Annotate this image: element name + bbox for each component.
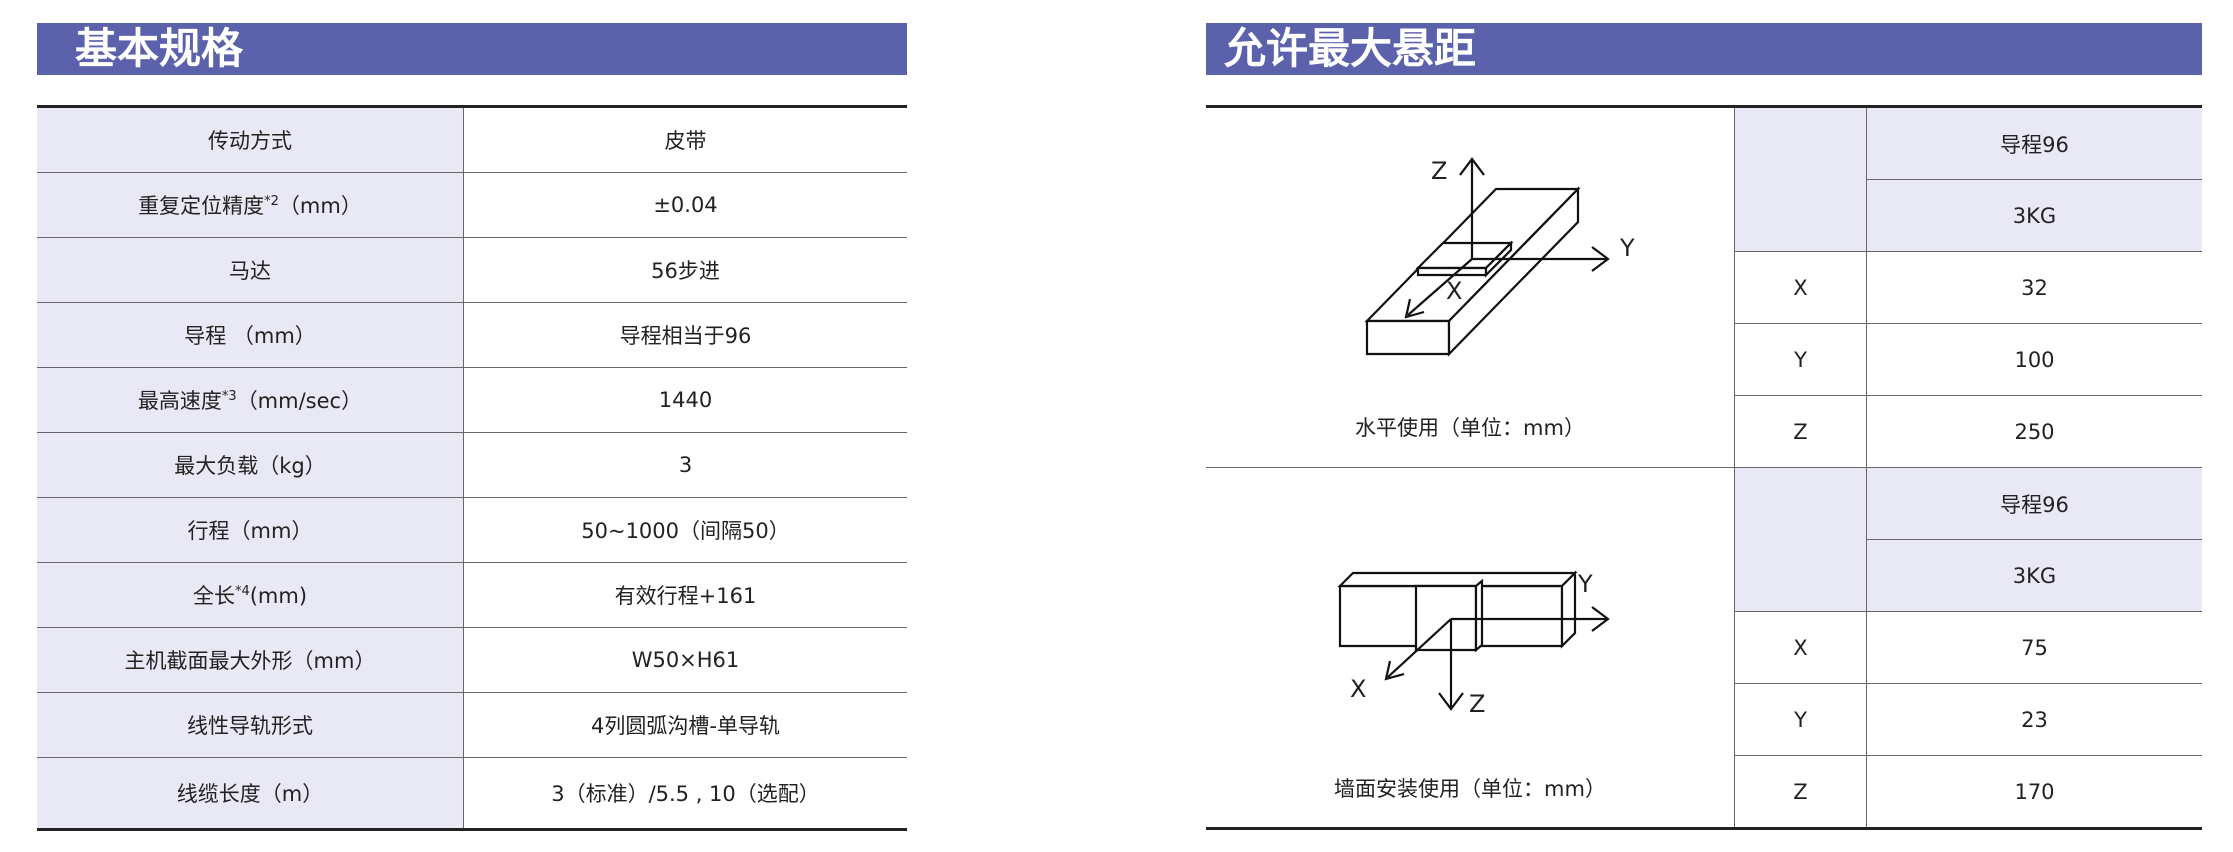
table-row: 最大负载（kg） 3 <box>37 432 907 498</box>
table-row: Y 100 <box>1206 323 2202 396</box>
wall-mount-cell: Y Z X 墙面安装使用（单位：mm） <box>1206 467 1735 829</box>
table-row: Z Y X 水平使用（单位：mm） 导程96 <box>1206 106 2202 468</box>
wall-mount-caption: 墙面安装使用（单位：mm） <box>1334 776 1606 801</box>
table-row: Y Z X 墙面安装使用（单位：mm） 导程96 <box>1206 467 2202 829</box>
lead-cell: 导程96 <box>1866 106 2202 180</box>
axis-header-blank <box>1734 106 1867 252</box>
row-label: 马达 <box>37 237 464 303</box>
axis-label-x: X <box>1446 276 1463 305</box>
spec-table: 传动方式 皮带 重复定位精度*2（mm） ±0.04 马达 56步进 导程 （m… <box>37 105 907 831</box>
table-row: 传动方式 皮带 <box>37 106 907 173</box>
row-value: 1440 <box>463 367 907 433</box>
axis-cell: X <box>1734 251 1867 324</box>
axis-cell: Z <box>1734 755 1867 829</box>
row-label: 导程 （mm） <box>37 302 464 368</box>
table-row: 主机截面最大外形（mm） W50×H61 <box>37 627 907 693</box>
table-row: Z 250 <box>1206 395 2202 468</box>
table-row: 全长*4(mm) 有效行程+161 <box>37 562 907 628</box>
row-value: 3 <box>463 432 907 498</box>
table-row: X 75 <box>1206 611 2202 684</box>
value-cell: 100 <box>1866 323 2202 396</box>
table-row: 线性导轨形式 4列圆弧沟槽-单导轨 <box>37 692 907 758</box>
row-label: 最大负载（kg） <box>37 432 464 498</box>
axis-header-blank <box>1734 467 1867 612</box>
row-value: 3（标准）/5.5 , 10（选配） <box>551 782 820 806</box>
row-value: 皮带 <box>463 106 907 173</box>
overhang-title: 允许最大悬距 <box>1206 23 2202 75</box>
axis-label-z: Z <box>1469 689 1486 718</box>
axis-label-x: X <box>1350 674 1367 703</box>
row-label: 线性导轨形式 <box>37 692 464 758</box>
row-label: 线缆长度（m） <box>37 757 464 830</box>
table-row: Y 23 <box>1206 683 2202 756</box>
table-row: Z 170 <box>1206 755 2202 829</box>
row-value: 50~1000（间隔50） <box>463 497 907 563</box>
value-cell: 250 <box>1866 395 2202 468</box>
row-label: 重复定位精度*2（mm） <box>37 172 464 238</box>
load-cell: 3KG <box>1866 179 2202 252</box>
value-cell: 170 <box>1866 755 2202 829</box>
axis-cell: Y <box>1734 683 1867 756</box>
table-row: 重复定位精度*2（mm） ±0.04 <box>37 172 907 238</box>
row-value: W50×H61 <box>463 627 907 693</box>
value-cell: 32 <box>1866 251 2202 324</box>
wall-mount-diagram <box>1337 569 1610 711</box>
axis-cell: Y <box>1734 323 1867 396</box>
horizontal-use-diagram <box>1364 156 1610 357</box>
overhang-table: Z Y X 水平使用（单位：mm） 导程96 3KG X 32 Y 100 Z … <box>1206 105 2202 830</box>
lead-cell: 导程96 <box>1866 467 2202 540</box>
axis-label-y: Y <box>1578 569 1593 598</box>
row-label: 行程（mm） <box>37 497 464 563</box>
row-value: ±0.04 <box>463 172 907 238</box>
row-value: 56步进 <box>463 237 907 303</box>
row-label: 传动方式 <box>37 106 464 173</box>
row-value: 导程相当于96 <box>463 302 907 368</box>
row-value: 4列圆弧沟槽-单导轨 <box>463 692 907 758</box>
table-row: 线缆长度（m） 3（标准）/5.5 , 10（选配） <box>37 757 907 830</box>
table-row: 3KG <box>1206 179 2202 252</box>
table-row: 3KG <box>1206 539 2202 612</box>
table-row: X 32 <box>1206 251 2202 324</box>
value-cell: 23 <box>1866 683 2202 756</box>
horizontal-use-cell: Z Y X 水平使用（单位：mm） <box>1206 106 1735 468</box>
spec-title: 基本规格 <box>37 23 907 75</box>
table-row: 行程（mm） 50~1000（间隔50） <box>37 497 907 563</box>
axis-label-y: Y <box>1620 233 1635 262</box>
load-cell: 3KG <box>1866 539 2202 612</box>
row-value: 有效行程+161 <box>463 562 907 628</box>
axis-cell: Z <box>1734 395 1867 468</box>
axis-label-z: Z <box>1431 156 1448 185</box>
table-row: 马达 56步进 <box>37 237 907 303</box>
row-label: 全长*4(mm) <box>37 562 464 628</box>
horizontal-use-caption: 水平使用（单位：mm） <box>1355 415 1585 440</box>
table-row: 最高速度*3（mm/sec） 1440 <box>37 367 907 433</box>
row-label: 主机截面最大外形（mm） <box>37 627 464 693</box>
row-label: 最高速度*3（mm/sec） <box>37 367 464 433</box>
axis-cell: X <box>1734 611 1867 684</box>
table-row: 导程 （mm） 导程相当于96 <box>37 302 907 368</box>
value-cell: 75 <box>1866 611 2202 684</box>
